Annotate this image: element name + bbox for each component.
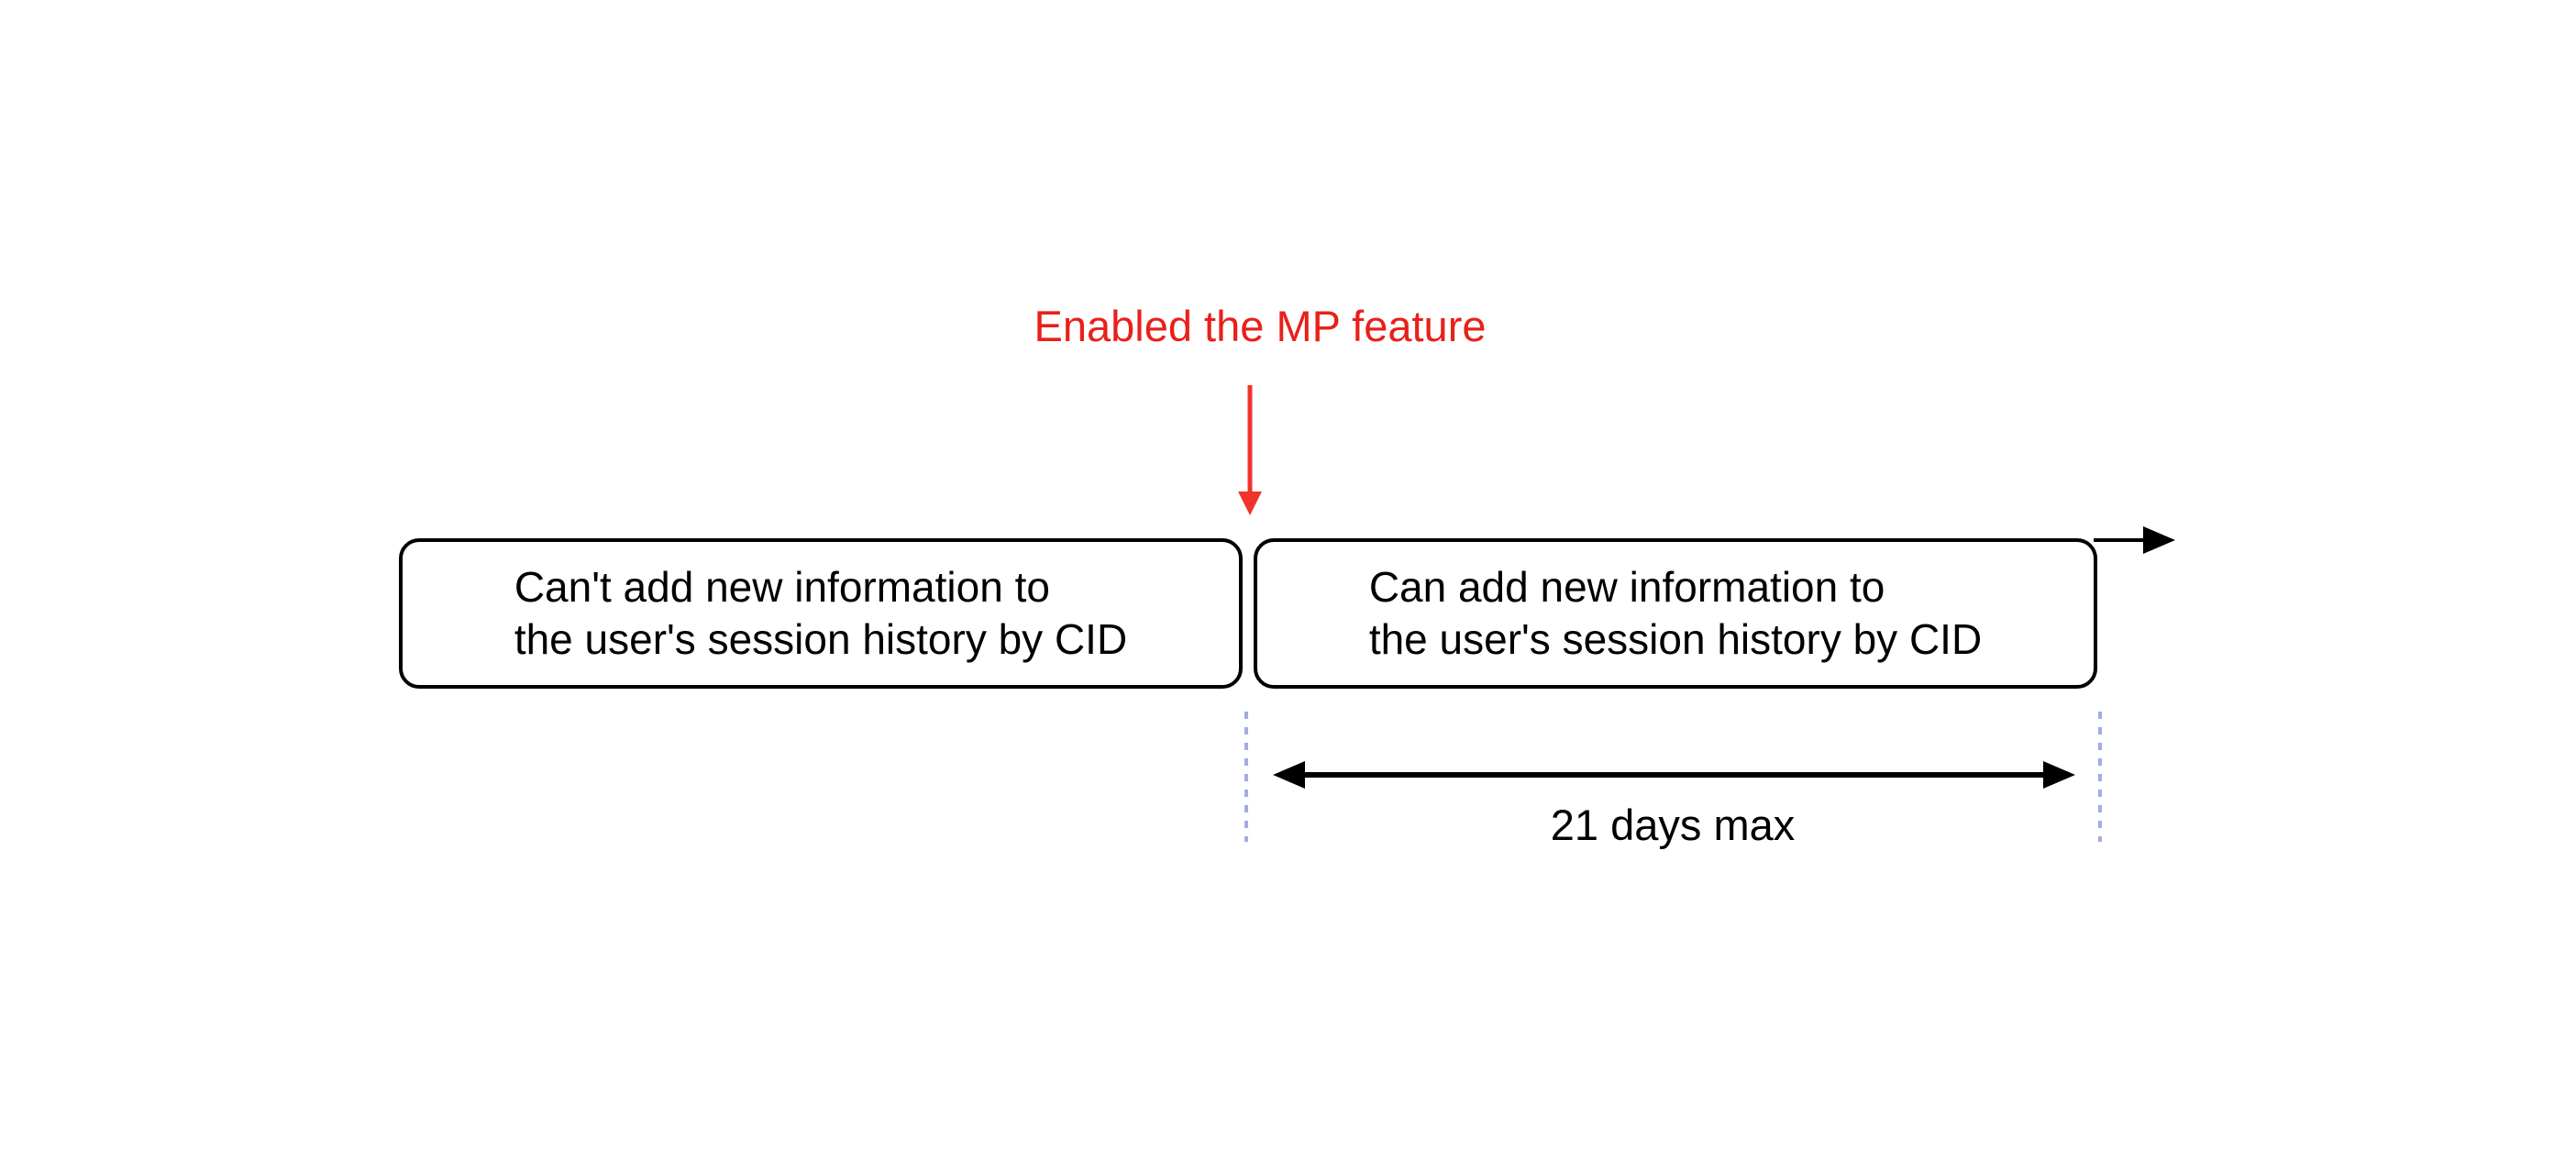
duration-span-right-arrowhead-icon	[2043, 761, 2075, 789]
phase-box-before-mp: Can't add new information to the user's …	[399, 538, 1243, 689]
phase-box-before-line1: Can't add new information to	[514, 563, 1050, 611]
event-down-arrowhead-icon	[1238, 492, 1262, 515]
duration-span-left-arrowhead-icon	[1273, 761, 1305, 789]
timeline-axis-arrow	[2094, 526, 2175, 554]
duration-label: 21 days max	[1550, 801, 1796, 849]
event-down-arrow	[1238, 385, 1262, 515]
phase-box-after-mp: Can add new information to the user's se…	[1254, 538, 2097, 689]
phase-box-before-text: Can't add new information to the user's …	[514, 561, 1127, 666]
phase-box-after-line2: the user's session history by CID	[1368, 615, 1983, 663]
phase-box-after-text: Can add new information to the user's se…	[1369, 561, 1982, 666]
event-annotation-label: Enabled the MP feature	[1034, 302, 1487, 350]
duration-span-arrow	[1273, 761, 2075, 789]
phase-box-before-line2: the user's session history by CID	[514, 615, 1128, 663]
phase-box-after-line1: Can add new information to	[1368, 563, 1885, 611]
timeline-axis-arrowhead-icon	[2143, 526, 2175, 554]
